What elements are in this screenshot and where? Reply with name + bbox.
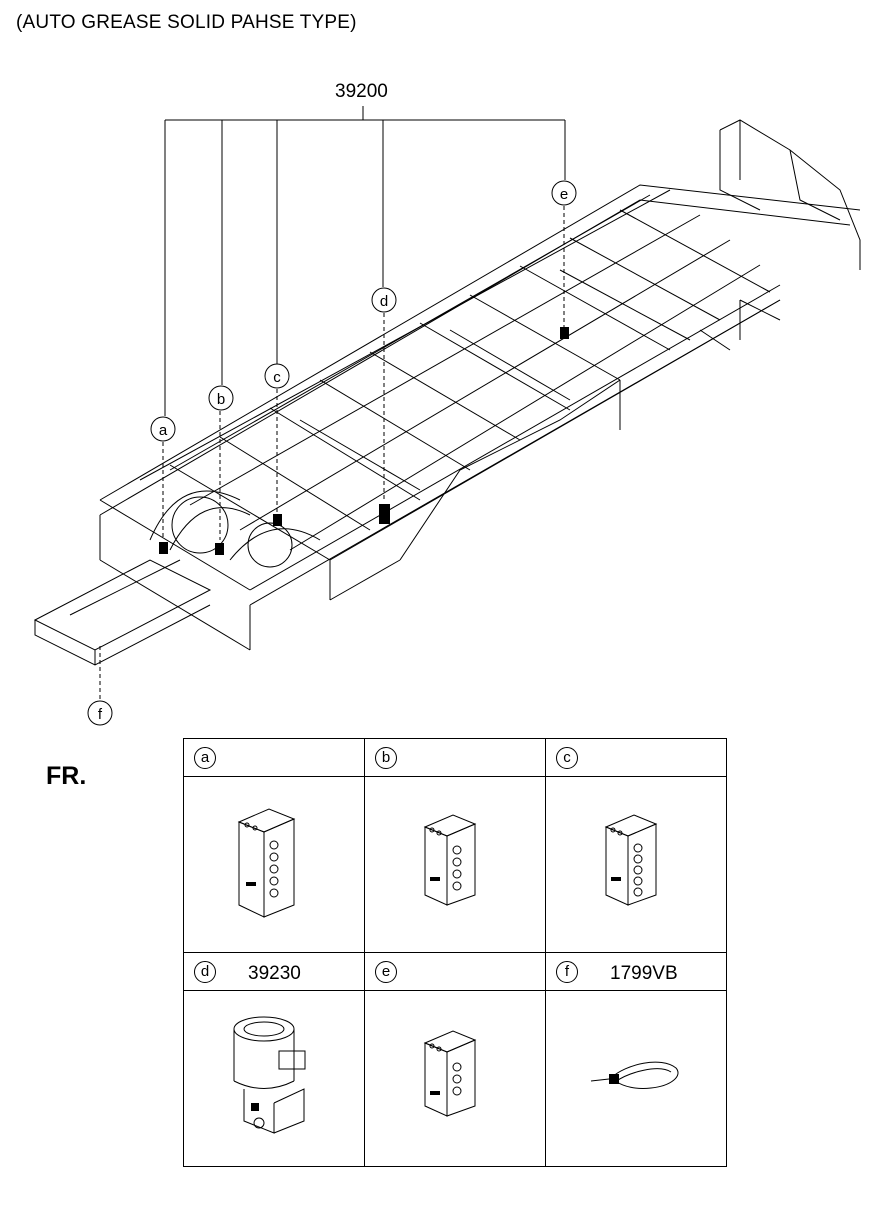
cell-header-a: a [183, 738, 365, 777]
cable-tie-icon [590, 1061, 679, 1089]
cell-letter: d [194, 961, 216, 983]
cell-letter: a [194, 747, 216, 769]
chassis-frame [33, 119, 861, 666]
callout-e: e [551, 180, 577, 206]
cell-image-f [545, 990, 727, 1167]
cell-letter: c [556, 747, 578, 769]
chassis-diagram: 39200 [33, 81, 861, 726]
svg-text:a: a [159, 422, 168, 439]
distribution-block-icon [423, 1030, 477, 1117]
parts-table: a b c [183, 738, 727, 1167]
callout-f: f [87, 700, 113, 726]
cell-image-a [183, 776, 365, 953]
front-label: FR. [46, 762, 87, 790]
grease-block-markers [159, 327, 569, 555]
svg-text:c: c [273, 369, 281, 386]
svg-text:d: d [380, 293, 388, 310]
cell-part-number: 1799VB [610, 963, 678, 984]
cell-part-number: 39230 [248, 963, 301, 984]
callout-d: d [371, 287, 397, 313]
distribution-block-icon [604, 813, 658, 906]
callout-b: b [208, 385, 234, 411]
cell-letter: b [375, 747, 397, 769]
page-title: (AUTO GREASE SOLID PAHSE TYPE) [16, 12, 357, 33]
leader-lines [99, 106, 566, 700]
svg-text:e: e [560, 186, 568, 203]
cell-image-b [364, 776, 546, 953]
grease-pump-icon [233, 1016, 306, 1134]
distribution-block-icon [237, 808, 296, 918]
distribution-block-icon [423, 813, 477, 906]
cell-letter: f [556, 961, 578, 983]
cell-header-f: f 1799VB [545, 952, 727, 991]
cell-letter: e [375, 961, 397, 983]
cell-image-c [545, 776, 727, 953]
svg-text:f: f [98, 706, 103, 723]
cell-header-e: e [364, 952, 546, 991]
cell-image-e [364, 990, 546, 1167]
cell-header-c: c [545, 738, 727, 777]
cell-header-b: b [364, 738, 546, 777]
assembly-part-number: 39200 [335, 81, 388, 102]
svg-text:b: b [217, 391, 225, 408]
callout-a: a [150, 416, 176, 442]
cell-image-d [183, 990, 365, 1167]
callout-c: c [264, 363, 290, 389]
cell-header-d: d 39230 [183, 952, 365, 991]
